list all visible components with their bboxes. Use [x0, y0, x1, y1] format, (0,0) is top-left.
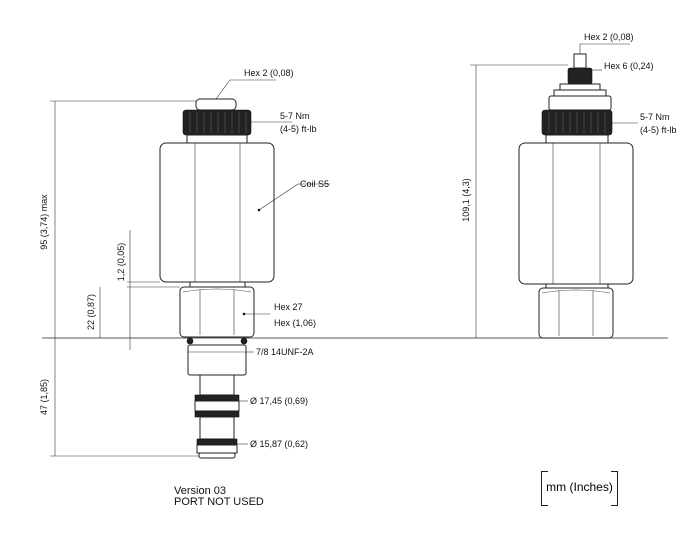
diameter-1-label: Ø 17,45 (0,69): [250, 396, 308, 406]
left-oring-band: [196, 438, 238, 446]
right-hex-nut: [567, 67, 593, 85]
right-hex-nut-label: Hex 6 (0,24): [604, 61, 654, 71]
left-hex-top-label: Hex 2 (0,08): [244, 68, 294, 78]
coil-label: Coil S5: [300, 179, 329, 189]
units-box: mm (Inches): [541, 471, 618, 506]
port-note: PORT NOT USED: [174, 496, 264, 508]
hex-height-label: 22 (0,87): [86, 294, 96, 330]
left-coil: [159, 142, 275, 283]
thread-label: 7/8 14UNF-2A: [256, 347, 314, 357]
right-hex-top-label: Hex 2 (0,08): [584, 32, 634, 42]
diameter-2-label: Ø 15,87 (0,62): [250, 439, 308, 449]
right-torque-sub-label: (4-5) ft-lb: [640, 125, 677, 135]
left-oring-band: [194, 394, 240, 402]
left-hex-body: [179, 286, 255, 338]
right-torque-label: 5-7 Nm: [640, 112, 670, 122]
right-overall-height-label: 109,1 (4,3): [461, 178, 471, 222]
overall-height-label: 95 (3,74) max: [39, 194, 49, 250]
gap-height-label: 1,2 (0,05): [116, 243, 126, 282]
left-thread: [187, 344, 247, 376]
left-torque-label: 5-7 Nm: [280, 111, 310, 121]
right-stem: [573, 53, 587, 69]
cartridge-length-label: 47 (1,85): [39, 379, 49, 415]
left-valve-view: [50, 79, 330, 459]
right-hex-body: [538, 287, 614, 339]
units-label: mm (Inches): [546, 480, 613, 494]
left-knob: [195, 98, 237, 111]
left-oring-dot: [240, 337, 248, 345]
right-coil: [518, 142, 634, 285]
left-oring-band: [194, 410, 240, 418]
left-oring-dot: [186, 337, 194, 345]
left-knurled-nut: [182, 109, 252, 136]
version-label: Version 03: [174, 485, 226, 497]
left-torque-sub-label: (4-5) ft-lb: [280, 124, 317, 134]
hex-body-sub-label: Hex (1,06): [274, 318, 316, 328]
right-valve-view: [470, 43, 638, 339]
hex-body-label: Hex 27: [274, 302, 303, 312]
